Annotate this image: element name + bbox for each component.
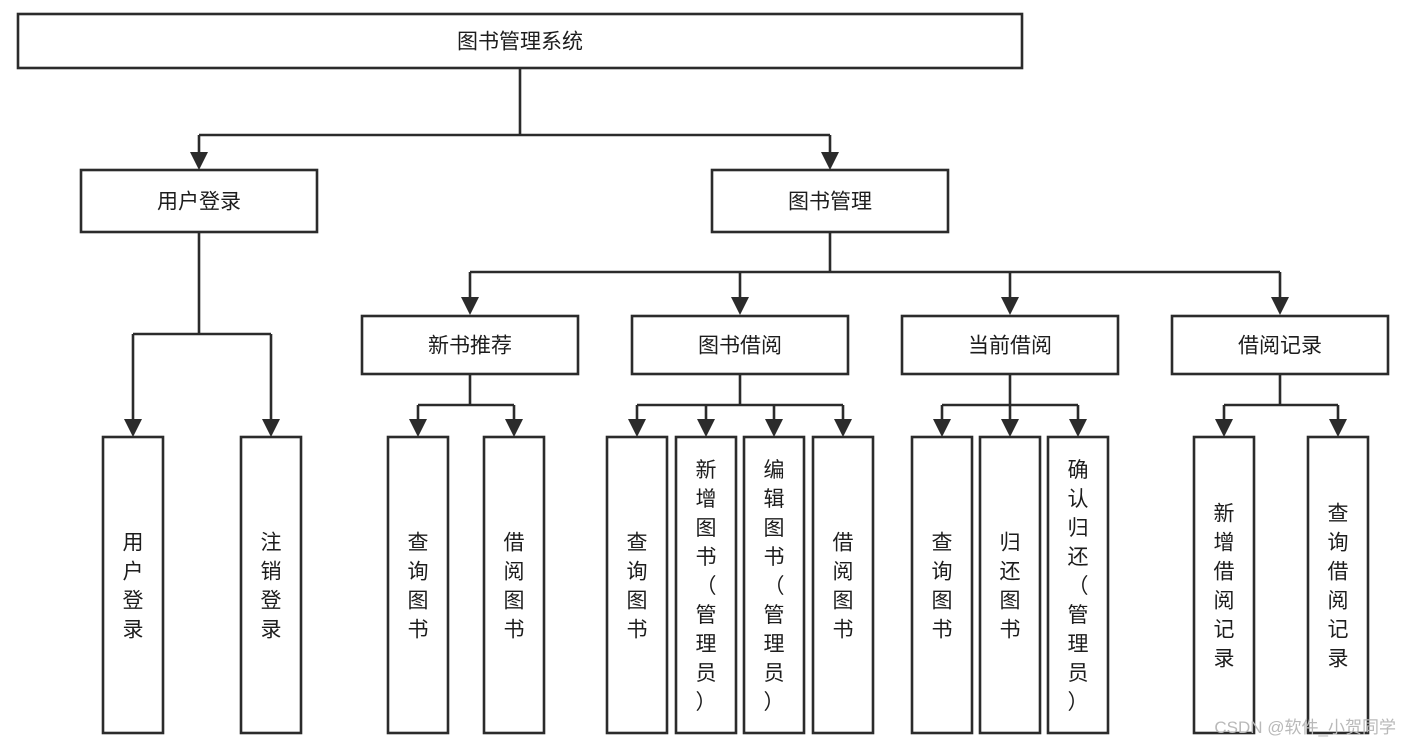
leaf-book-borrow-2-label: 新增图书（管理员） <box>696 459 717 714</box>
leaf-current-borrow-1-label: 查询图书 <box>932 532 953 642</box>
node-root-system-label: 图书管理系统 <box>457 31 583 54</box>
arrow-current-borrow-leaf-2 <box>1001 419 1019 437</box>
leaf-book-borrow-2[interactable]: 新增图书（管理员） <box>674 435 738 735</box>
leaf-current-borrow-3[interactable]: 确认归还（管理员） <box>1046 435 1110 735</box>
leaf-current-borrow-2-box[interactable] <box>978 435 1042 735</box>
leaf-book-borrow-3-label: 编辑图书（管理员） <box>764 459 785 714</box>
node-book-manage-label: 图书管理 <box>788 191 872 214</box>
leaf-book-borrow-4-box[interactable] <box>811 435 875 735</box>
arrow-current-borrow-leaf-3 <box>1069 419 1087 437</box>
node-book-borrow[interactable]: 图书借阅 <box>630 314 850 376</box>
node-book-manage[interactable]: 图书管理 <box>710 168 950 234</box>
leaf-borrow-record-1-label: 新增借阅记录 <box>1214 503 1235 671</box>
leaf-user-login-2-box[interactable] <box>239 435 303 735</box>
arrow-user-login-leaf-2 <box>262 419 280 437</box>
arrow-to-new-book <box>461 297 479 315</box>
connector-layer <box>124 68 1347 437</box>
leaf-user-login-1[interactable]: 用户登录 <box>101 435 165 735</box>
node-root-system[interactable]: 图书管理系统 <box>16 12 1024 70</box>
leaf-new-book-1-box[interactable] <box>386 435 450 735</box>
leaf-new-book-2-box[interactable] <box>482 435 546 735</box>
leaf-borrow-record-2-box[interactable] <box>1306 435 1370 735</box>
csdn-watermark: CSDN @软件_小贺同学 <box>1214 718 1396 737</box>
arrow-book-borrow-leaf-3 <box>765 419 783 437</box>
arrow-book-borrow-leaf-2 <box>697 419 715 437</box>
leaf-book-borrow-1-box[interactable] <box>605 435 669 735</box>
arrow-borrow-record-leaf-2 <box>1329 419 1347 437</box>
leaf-user-login-1-box[interactable] <box>101 435 165 735</box>
leaf-book-borrow-2-box[interactable] <box>674 435 738 735</box>
arrow-user-login-leaf-1 <box>124 419 142 437</box>
leaf-current-borrow-3-box[interactable] <box>1046 435 1110 735</box>
arrow-new-book-leaf-2 <box>505 419 523 437</box>
node-current-borrow[interactable]: 当前借阅 <box>900 314 1120 376</box>
node-user-login-box[interactable] <box>79 168 319 234</box>
node-borrow-record-box[interactable] <box>1170 314 1390 376</box>
leaf-user-login-2[interactable]: 注销登录 <box>239 435 303 735</box>
node-new-book-recommend[interactable]: 新书推荐 <box>360 314 580 376</box>
leaf-borrow-record-1[interactable]: 新增借阅记录 <box>1192 435 1256 735</box>
leaf-new-book-1[interactable]: 查询图书 <box>386 435 450 735</box>
leaf-book-borrow-1-label: 查询图书 <box>627 532 648 642</box>
node-root-system-box[interactable] <box>16 12 1024 70</box>
arrow-current-borrow-leaf-1 <box>933 419 951 437</box>
node-new-book-recommend-label: 新书推荐 <box>428 335 512 358</box>
leaf-new-book-2-label: 借阅图书 <box>504 532 525 642</box>
node-borrow-record[interactable]: 借阅记录 <box>1170 314 1390 376</box>
leaf-user-login-1-label: 用户登录 <box>123 532 144 642</box>
leaf-borrow-record-1-box[interactable] <box>1192 435 1256 735</box>
node-book-manage-box[interactable] <box>710 168 950 234</box>
node-book-borrow-label: 图书借阅 <box>698 335 782 358</box>
leaf-book-borrow-3-box[interactable] <box>742 435 806 735</box>
leaf-new-book-2[interactable]: 借阅图书 <box>482 435 546 735</box>
arrow-book-borrow-leaf-4 <box>834 419 852 437</box>
leaf-current-borrow-2-label: 归还图书 <box>1000 532 1021 642</box>
node-user-login-label: 用户登录 <box>157 191 241 214</box>
node-new-book-recommend-box[interactable] <box>360 314 580 376</box>
arrow-book-borrow-leaf-1 <box>628 419 646 437</box>
leaf-book-borrow-4[interactable]: 借阅图书 <box>811 435 875 735</box>
arrow-borrow-record-leaf-1 <box>1215 419 1233 437</box>
leaf-current-borrow-3-label: 确认归还（管理员） <box>1068 459 1089 714</box>
node-user-login[interactable]: 用户登录 <box>79 168 319 234</box>
leaf-new-book-1-label: 查询图书 <box>408 532 429 642</box>
arrow-to-current-borrow <box>1001 297 1019 315</box>
arrow-to-book-borrow <box>731 297 749 315</box>
leaf-current-borrow-1-box[interactable] <box>910 435 974 735</box>
arrow-root-to-book-manage <box>821 152 839 170</box>
leaf-book-borrow-4-label: 借阅图书 <box>833 532 854 642</box>
node-book-borrow-box[interactable] <box>630 314 850 376</box>
arrow-new-book-leaf-1 <box>409 419 427 437</box>
node-current-borrow-label: 当前借阅 <box>968 335 1052 358</box>
leaf-current-borrow-2[interactable]: 归还图书 <box>978 435 1042 735</box>
leaf-borrow-record-2[interactable]: 查询借阅记录 <box>1306 435 1370 735</box>
leaf-book-borrow-1[interactable]: 查询图书 <box>605 435 669 735</box>
leaf-book-borrow-3[interactable]: 编辑图书（管理员） <box>742 435 806 735</box>
node-borrow-record-label: 借阅记录 <box>1238 335 1322 358</box>
leaf-user-login-2-label: 注销登录 <box>261 532 282 642</box>
leaf-borrow-record-2-label: 查询借阅记录 <box>1328 503 1349 671</box>
leaf-current-borrow-1[interactable]: 查询图书 <box>910 435 974 735</box>
node-current-borrow-box[interactable] <box>900 314 1120 376</box>
arrow-to-borrow-record <box>1271 297 1289 315</box>
arrow-root-to-user-login <box>190 152 208 170</box>
